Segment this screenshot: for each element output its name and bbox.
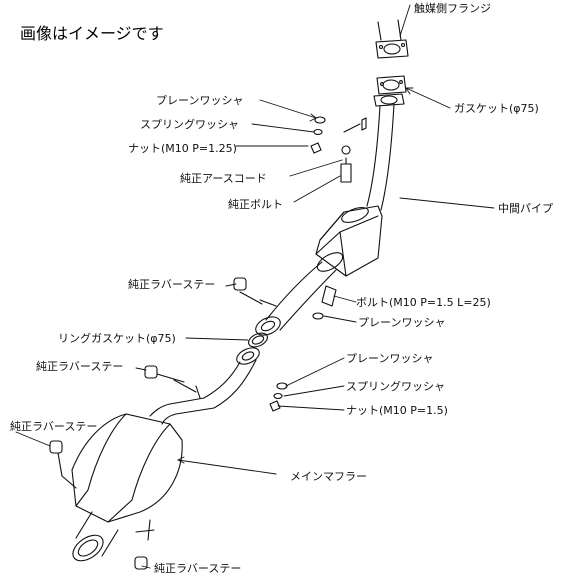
label-bolt-m10: ボルト(M10 P=1.5 L=25) <box>356 296 491 309</box>
image-disclaimer: 画像はイメージです <box>20 24 164 43</box>
main-muffler-shape <box>71 413 183 562</box>
label-rubber-stay-3: 純正ラバーステー <box>10 420 98 433</box>
label-rubber-stay-1: 純正ラバーステー <box>128 278 216 291</box>
rubber-stay-parts <box>49 277 263 570</box>
label-spring-washer-top: スプリングワッシャ <box>140 118 239 131</box>
label-nut-low: ナット(M10 P=1.5) <box>346 404 448 417</box>
label-catalyst-flange: 触媒側フランジ <box>414 2 491 15</box>
gasket-part <box>376 75 407 95</box>
center-pipe <box>255 93 405 336</box>
hardware-top <box>310 116 352 183</box>
label-oem-bolt: 純正ボルト <box>228 198 283 211</box>
ring-gasket <box>248 332 268 348</box>
label-ring-gasket: リングガスケット(φ75) <box>58 332 176 345</box>
label-main-muffler: メインマフラー <box>290 470 367 483</box>
label-plain-washer-mid: プレーンワッシャ <box>358 316 446 329</box>
label-nut-top: ナット(M10 P=1.25) <box>128 142 237 155</box>
label-rubber-stay-4: 純正ラバーステー <box>154 562 242 575</box>
hardware-mid <box>312 285 337 320</box>
rear-pipe <box>149 347 260 425</box>
label-ground-cord: 純正アースコード <box>180 172 267 185</box>
label-gasket: ガスケット(φ75) <box>454 102 539 115</box>
label-spring-washer-low: スプリングワッシャ <box>346 380 445 393</box>
label-rubber-stay-2: 純正ラバーステー <box>36 360 124 373</box>
label-plain-washer-low: プレーンワッシャ <box>346 352 434 365</box>
catalyst-flange <box>375 19 409 59</box>
label-plain-washer-top: プレーンワッシャ <box>156 94 244 107</box>
leader-lines <box>15 4 495 569</box>
label-center-pipe: 中間パイプ <box>498 202 553 215</box>
